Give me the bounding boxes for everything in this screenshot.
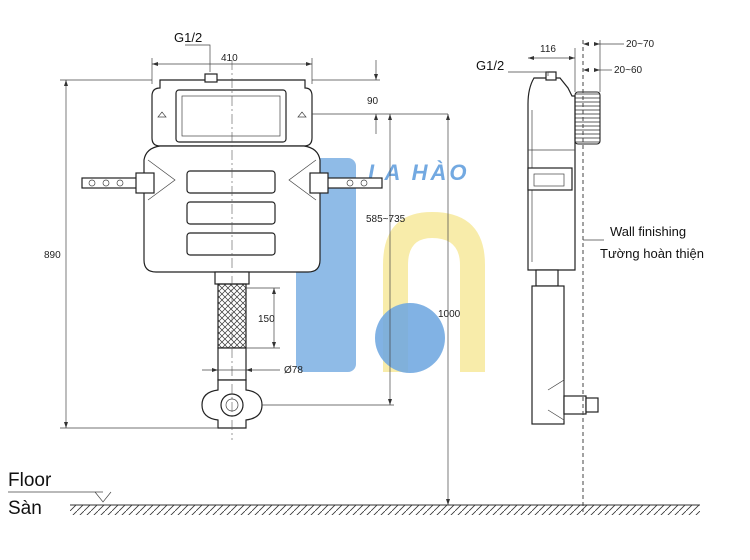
watermark-text: LA HÀO: [368, 160, 470, 185]
label-g12-side: G1/2: [476, 58, 504, 73]
label-adjust-range: 585~735: [366, 214, 406, 225]
dimension-labels: G1/2 410 90 890 585~735 1000 150 Ø78 G1/…: [8, 30, 704, 519]
label-top-offset: 90: [367, 96, 379, 107]
label-floor-en: Floor: [8, 470, 52, 491]
side-view: [527, 40, 601, 512]
dimension-lines: [60, 40, 624, 505]
label-wall-finishing-vi: Tường hoàn thiện: [600, 246, 704, 261]
label-width: 410: [221, 53, 238, 64]
label-wall-finishing-en: Wall finishing: [610, 224, 686, 239]
front-view: [81, 60, 383, 440]
label-g12-front: G1/2: [174, 30, 202, 45]
label-pipe-length: 150: [258, 314, 275, 325]
label-wall-range-2: 20~60: [614, 65, 643, 76]
label-total-height: 890: [44, 250, 61, 261]
label-wall-range-1: 20~70: [626, 39, 655, 50]
label-floor-vi: Sàn: [8, 498, 42, 519]
label-depth: 116: [540, 44, 556, 55]
label-floor-height: 1000: [438, 309, 461, 320]
floor-line: [8, 491, 700, 515]
label-pipe-diameter: Ø78: [284, 365, 303, 376]
